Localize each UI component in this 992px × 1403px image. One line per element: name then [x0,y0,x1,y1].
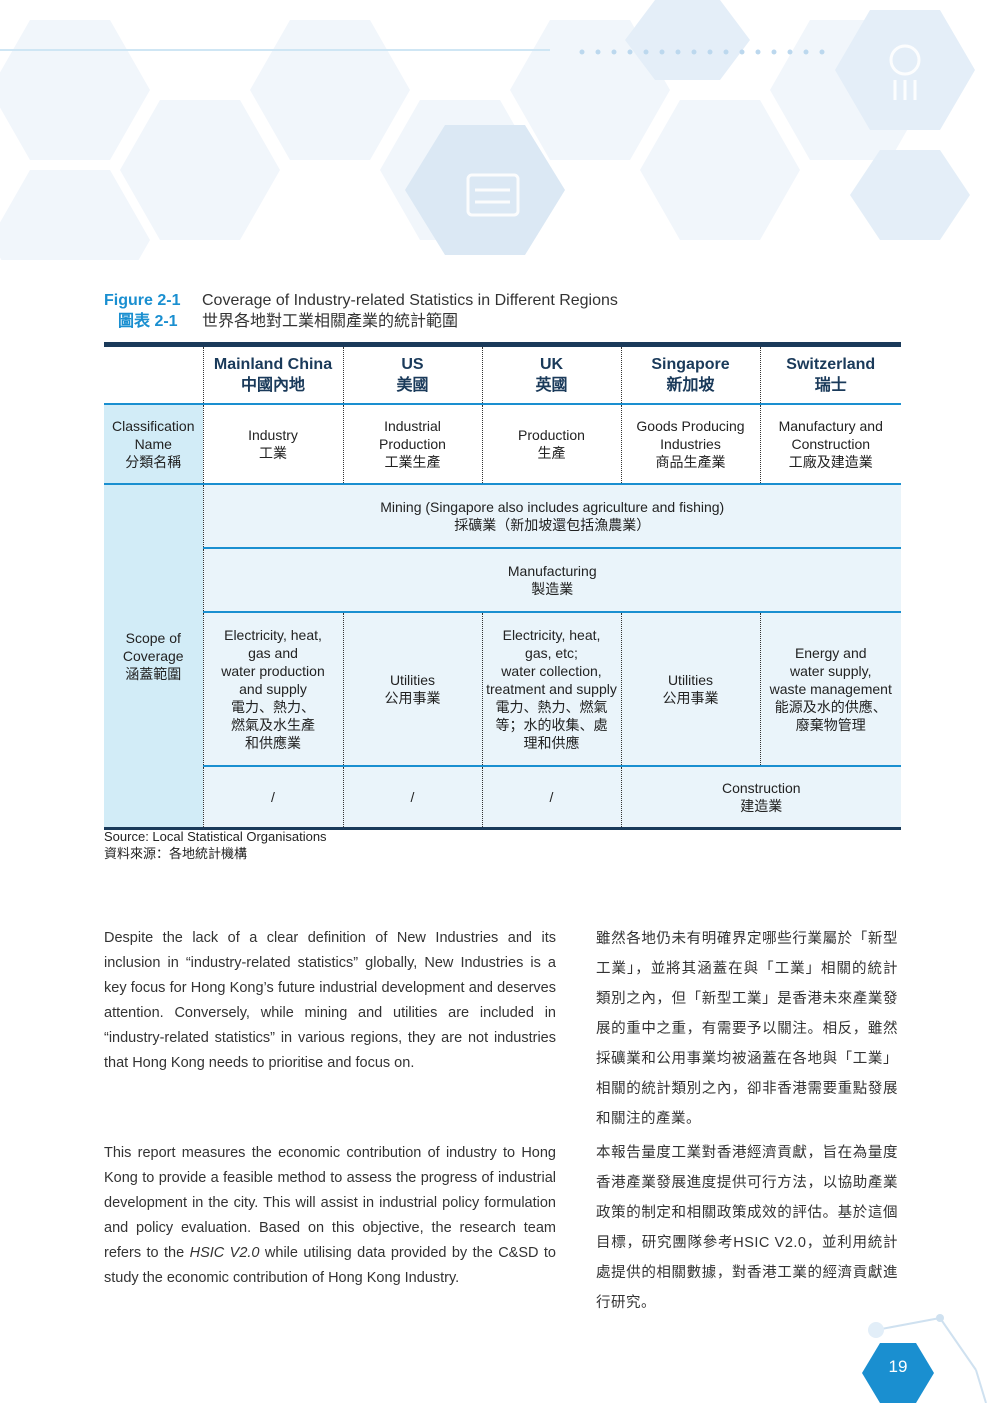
figure-title-en: Coverage of Industry-related Statistics … [202,292,618,309]
cell-construction-uk: / [481,766,621,829]
cell-construction-us: / [342,766,482,829]
figure-caption: Figure 2-1 Coverage of Industry-related … [104,290,904,332]
paragraph-2-en: This report measures the economic contri… [104,1145,556,1286]
paragraph-1-zh: 雖然各地仍未有明確界定哪些行業屬於「新型工業」，並將其涵蓋在與「工業」相關的統計… [596,931,898,1127]
paragraph-2-zh: 本報告量度工業對香港經濟貢獻，旨在為量度香港產業發展進度提供可行方法，以協助產業… [596,1145,898,1311]
cell-utilities-uk: Electricity, heat,gas, etc;water collect… [481,612,621,767]
corner-network-decoration [868,1314,987,1403]
figure-title-zh: 世界各地對工業相關產業的統計範圍 [202,313,459,330]
figure-label-zh: 圖表 2-1 [118,313,178,330]
header-hexagon-decoration [0,0,975,260]
cell-construction-mainland: / [202,766,343,829]
hsic-reference: HSIC V2.0 [189,1245,260,1261]
page-number-hexagon [862,1343,934,1403]
paragraph-1-en: Despite the lack of a clear definition o… [104,930,556,1071]
figure-label-en: Figure 2-1 [104,292,181,309]
page-number: 19 [888,1357,908,1376]
header-empty [104,344,203,405]
table-source: Source: Local Statistical Organisations … [104,828,327,862]
cell-mining: Mining (Singapore also includes agricult… [202,484,901,549]
source-en: Source: Local Statistical Organisations [104,829,327,844]
source-zh: 資料來源：各地統計機構 [104,846,248,861]
